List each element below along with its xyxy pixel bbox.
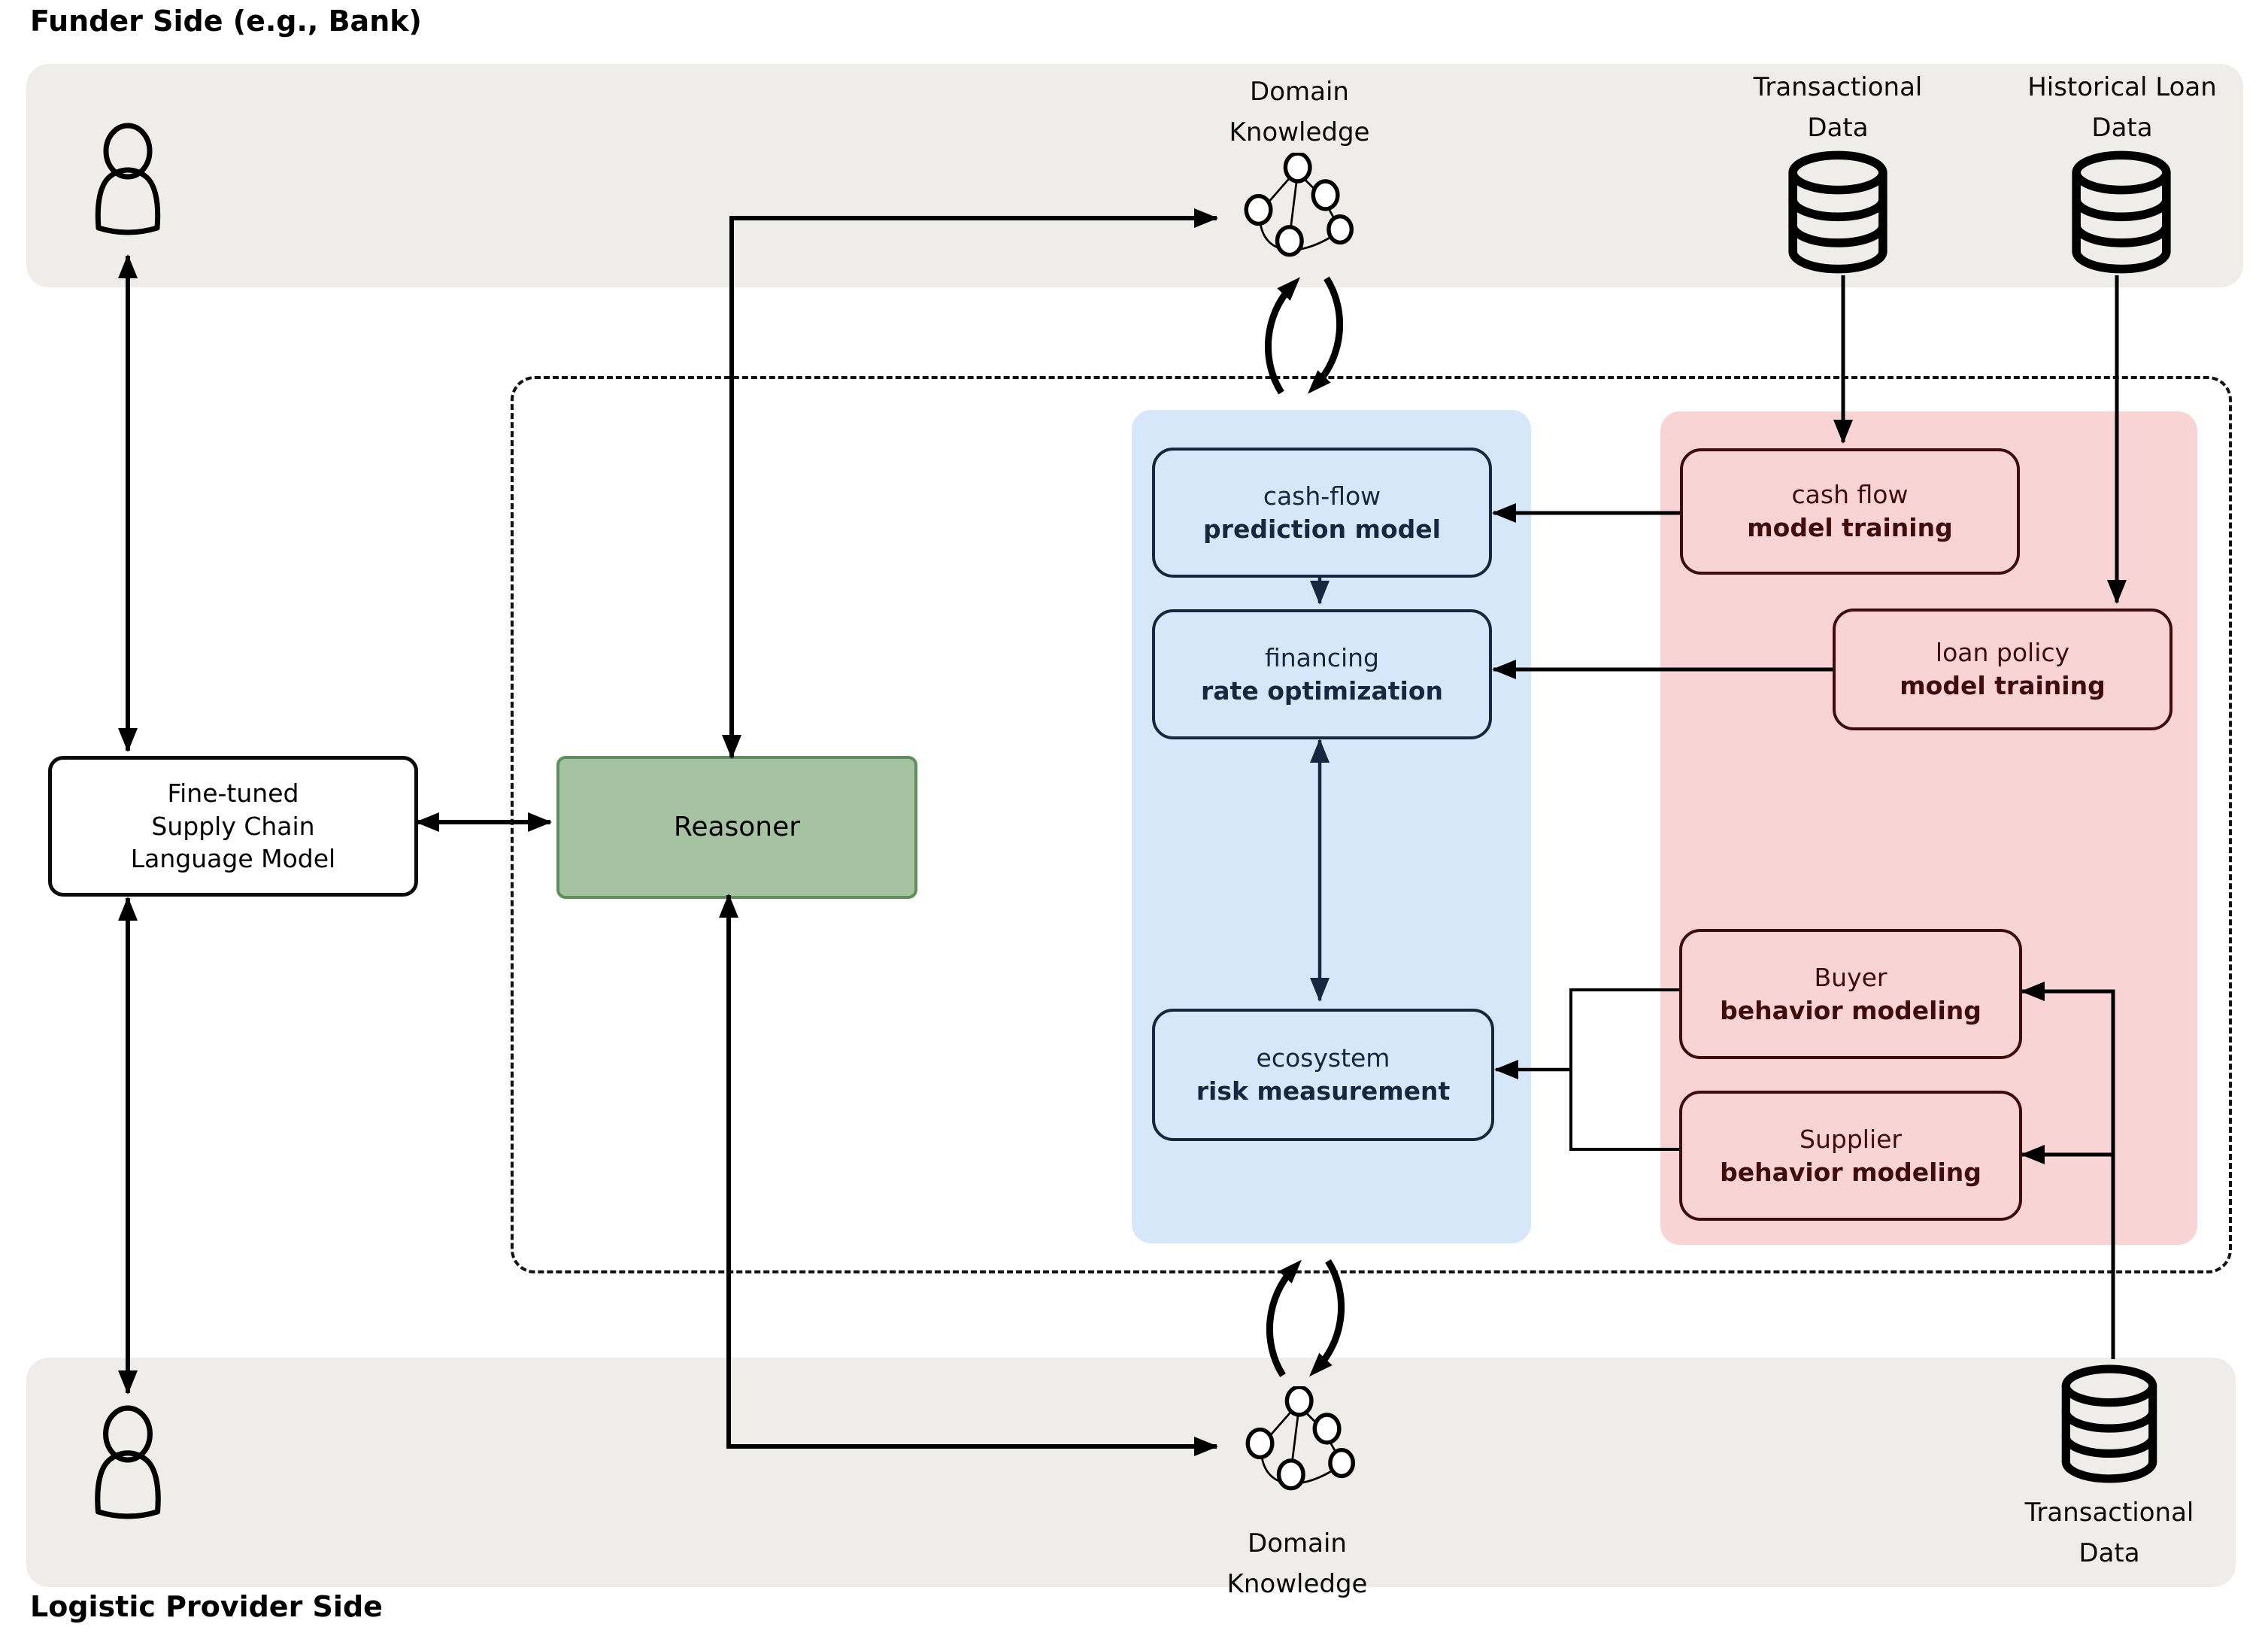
label-line: Data [2078, 1537, 2140, 1568]
historical-loan-database-icon [2072, 150, 2171, 274]
cashflow-prediction-model-box: cash-flow prediction model [1152, 448, 1492, 578]
box-line: Fine-tuned [167, 778, 299, 809]
box-line: loan policy [1935, 638, 2070, 668]
box-line: Reasoner [673, 812, 801, 843]
box-line: cash-flow [1263, 481, 1381, 511]
historical-loan-data-label: Historical Loan Data [1993, 68, 2251, 148]
knowledge-graph-top-icon [1244, 153, 1354, 257]
transactional-database-bottom-icon [2061, 1364, 2157, 1483]
transactional-database-top-icon [1788, 150, 1887, 274]
box-line: Supplier [1800, 1124, 1902, 1154]
buyer-behavior-modeling-box: Buyer behavior modeling [1679, 929, 2022, 1059]
label-line: Domain [1250, 77, 1349, 107]
box-line: model training [1747, 513, 1953, 542]
label-line: Historical Loan [2027, 72, 2217, 102]
transactional-data-bottom-label: Transactional Data [1997, 1493, 2222, 1574]
funder-person-icon [95, 123, 161, 235]
label-line: Data [2091, 112, 2153, 143]
domain-knowledge-bottom-label: Domain Knowledge [1184, 1524, 1410, 1604]
box-line: behavior modeling [1720, 995, 1981, 1025]
loan-policy-model-training-box: loan policy model training [1833, 609, 2172, 730]
box-line: prediction model [1203, 514, 1441, 544]
supplier-behavior-modeling-box: Supplier behavior modeling [1679, 1091, 2022, 1221]
sync-arrows-bottom-icon [1266, 1259, 1345, 1377]
box-line: model training [1900, 671, 2106, 700]
logistic-person-icon [95, 1405, 161, 1519]
box-line: cash flow [1791, 480, 1909, 510]
box-line: risk measurement [1196, 1076, 1451, 1106]
label-line: Knowledge [1226, 1568, 1368, 1599]
logistic-side-band [26, 1358, 2236, 1587]
reasoner-box: Reasoner [556, 756, 917, 899]
box-line: Buyer [1814, 962, 1887, 992]
fine-tuned-llm-box: Fine-tuned Supply Chain Language Model [48, 756, 418, 897]
label-line: Transactional [1753, 72, 1923, 102]
label-line: Knowledge [1229, 117, 1370, 147]
box-line: Language Model [130, 844, 336, 874]
box-line: rate optimization [1201, 675, 1443, 706]
domain-knowledge-top-label: Domain Knowledge [1187, 72, 1412, 153]
funder-side-title: Funder Side (e.g., Bank) [30, 5, 422, 38]
label-line: Data [1807, 112, 1869, 143]
box-line: financing [1264, 642, 1379, 672]
box-line: ecosystem [1256, 1043, 1390, 1073]
logistic-side-title: Logistic Provider Side [30, 1590, 383, 1623]
label-line: Domain [1248, 1528, 1347, 1559]
financing-rate-optimization-box: financing rate optimization [1152, 609, 1492, 739]
ecosystem-risk-measurement-box: ecosystem risk measurement [1152, 1009, 1494, 1141]
sync-arrows-top-icon [1265, 276, 1343, 395]
knowledge-graph-bottom-icon [1245, 1386, 1356, 1491]
box-line: Supply Chain [151, 811, 315, 841]
cashflow-model-training-box: cash flow model training [1680, 448, 2020, 575]
box-line: behavior modeling [1720, 1157, 1981, 1187]
transactional-data-top-label: Transactional Data [1725, 68, 1951, 148]
label-line: Transactional [2024, 1498, 2194, 1528]
